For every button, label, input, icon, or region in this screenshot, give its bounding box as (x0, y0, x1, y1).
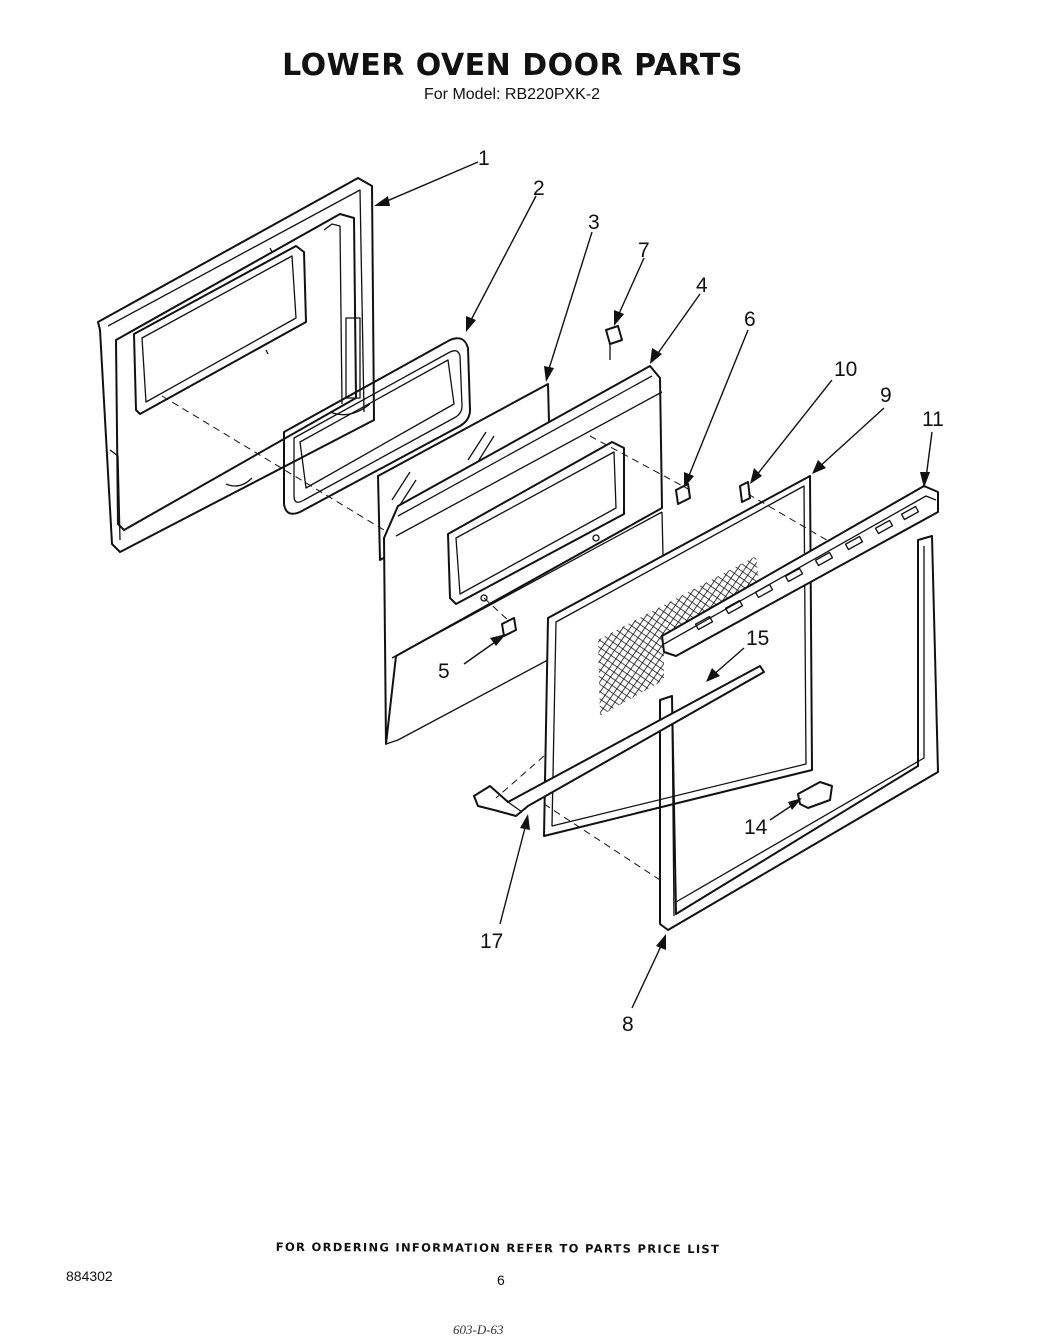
part-8-door-frame (659, 535, 939, 931)
callout-7: 7 (638, 239, 650, 262)
callout-10: 10 (834, 358, 857, 381)
callout-17: 17 (480, 930, 503, 953)
callout-9: 9 (880, 384, 892, 407)
handwritten-note: 603-D-63 (453, 1322, 504, 1337)
callout-2: 2 (533, 177, 545, 200)
part-2-window-gasket (283, 337, 471, 515)
part-10-clip (739, 481, 751, 503)
document-number: 884302 (66, 1268, 113, 1284)
part-1-outer-door-panel (97, 177, 375, 553)
callout-11: 11 (922, 408, 944, 431)
callout-1: 1 (478, 147, 490, 170)
callout-4: 4 (696, 274, 708, 297)
part-6-clip (675, 483, 691, 505)
callout-labels: 1 2 3 4 5 6 7 8 9 10 11 14 15 17 (438, 147, 944, 1036)
callout-15: 15 (746, 627, 769, 650)
part-5-clip (501, 617, 517, 637)
assembly-lines (161, 395, 831, 881)
part-4-inner-door-panel (383, 365, 665, 745)
part-14-hinge-bracket (797, 781, 833, 809)
page-number: 6 (497, 1272, 505, 1288)
callout-3: 3 (588, 211, 600, 234)
page-title: LOWER OVEN DOOR PARTS (282, 48, 743, 83)
leader-lines (374, 161, 933, 1009)
model-subtitle: For Model: RB220PXK-2 (424, 86, 601, 103)
callout-14: 14 (744, 816, 768, 839)
part-17-bottom-rail (473, 665, 765, 817)
callout-6: 6 (744, 308, 756, 331)
callout-8: 8 (622, 1013, 634, 1036)
callout-5: 5 (438, 660, 450, 683)
part-7-clip (605, 325, 623, 360)
part-11-vent-trim (661, 485, 939, 657)
